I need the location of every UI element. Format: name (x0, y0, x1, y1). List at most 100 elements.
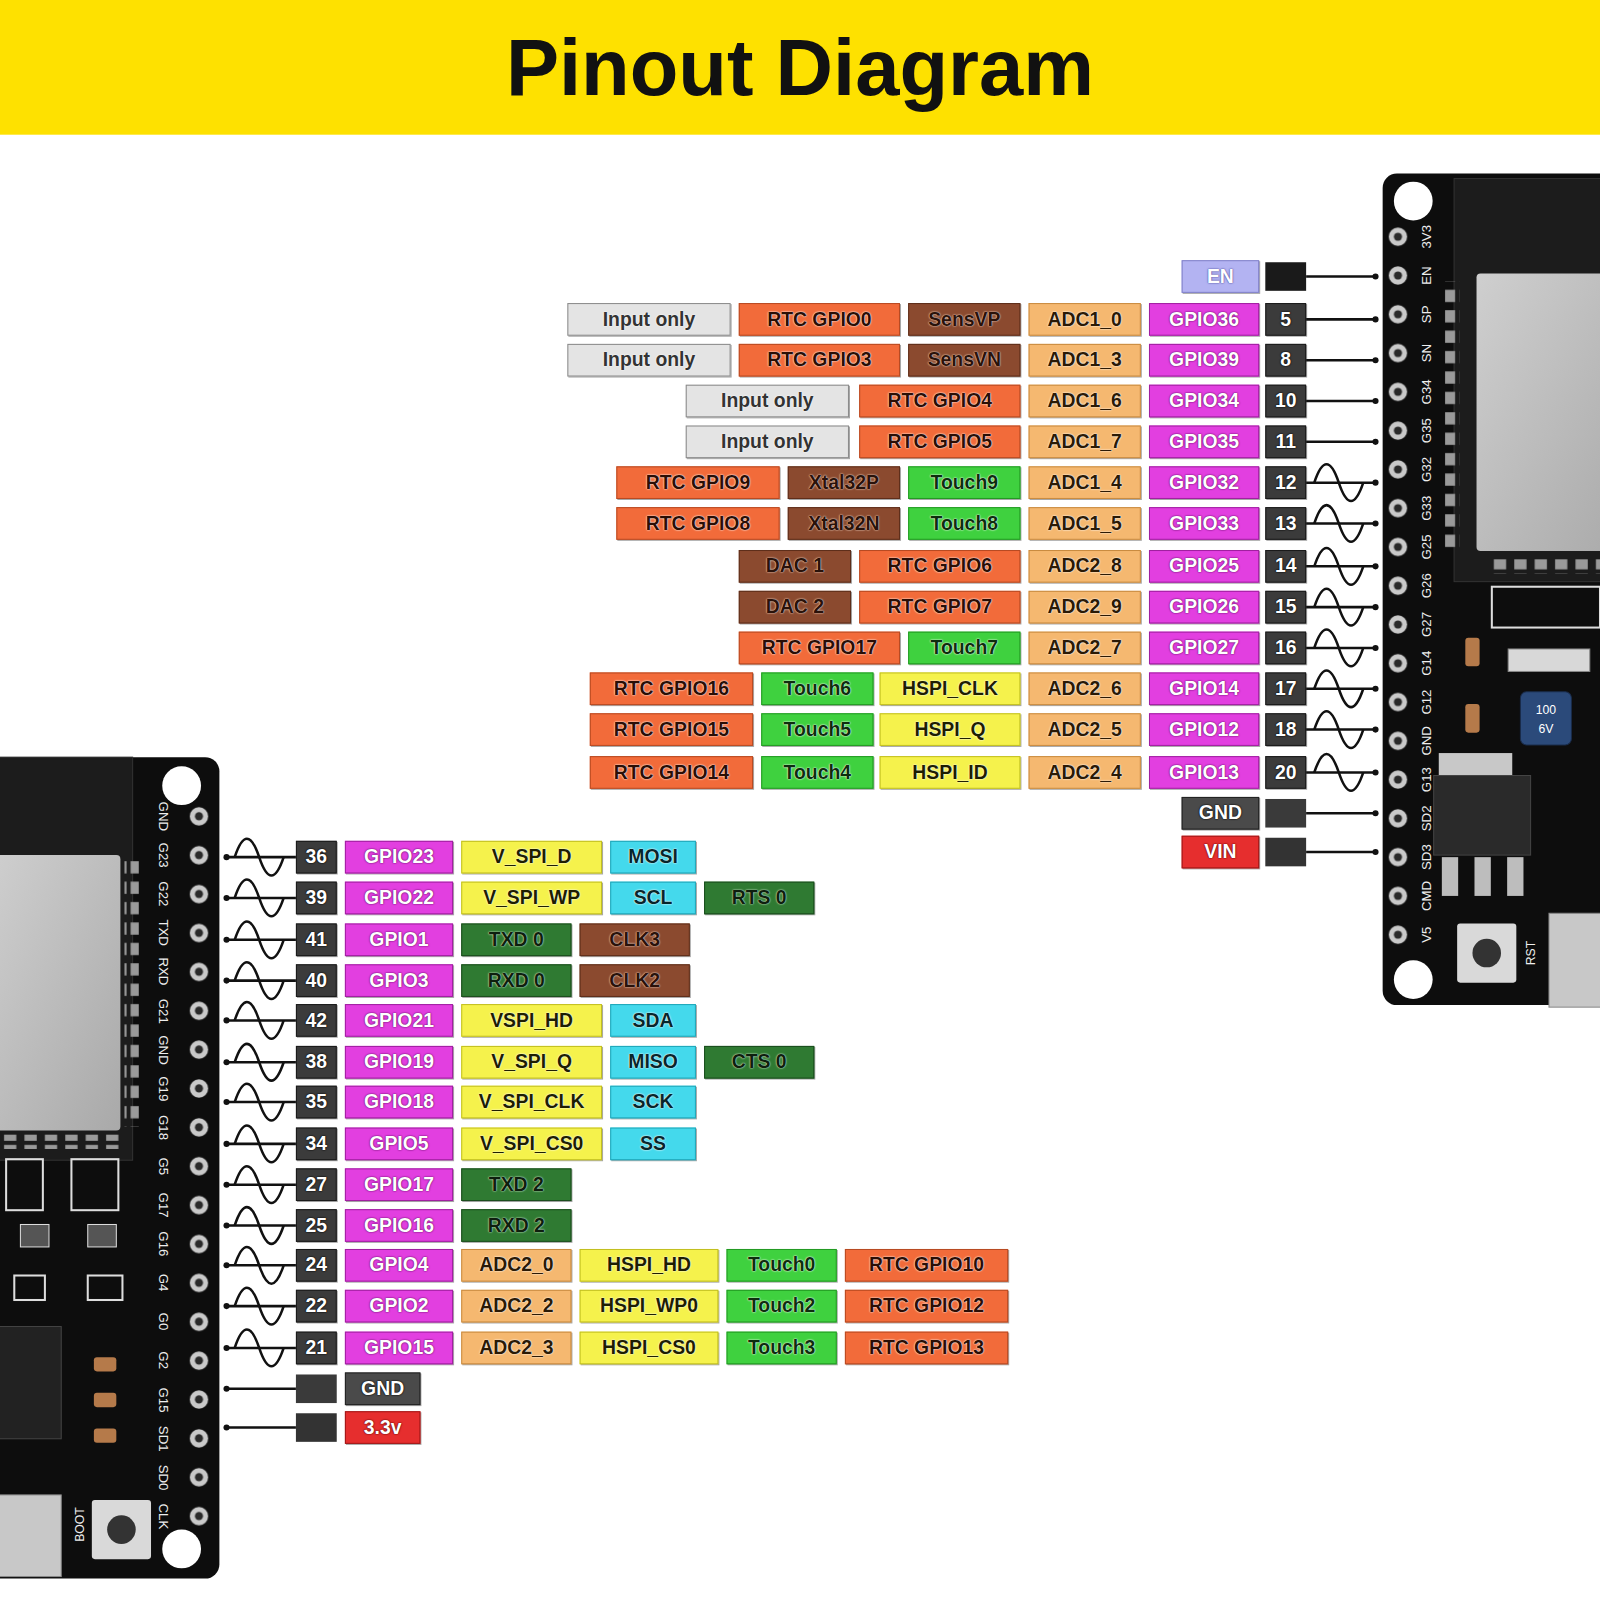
rtc-gpio-tag: RTC GPIO17 (739, 632, 900, 665)
adc-channel-tag: ADC1_7 (1029, 426, 1141, 459)
pin-number-tag: 13 (1265, 507, 1306, 540)
leader-line (1306, 439, 1378, 445)
pin-number-tag: 34 (296, 1128, 337, 1161)
uart-function-tag: RXD 0 (461, 964, 571, 997)
pwm-leader (1306, 589, 1378, 626)
pin-function-text: 3.3v (364, 1416, 402, 1438)
pin-function-text: RTC GPIO6 (888, 555, 992, 577)
silkscreen-pin-label: SP (1419, 305, 1434, 323)
pin-function-text: GPIO39 (1169, 349, 1239, 371)
rtc-gpio-tag: RTC GPIO14 (590, 756, 753, 789)
pin-function-text: GPIO2 (369, 1295, 428, 1317)
smd-capacitor (1465, 638, 1479, 667)
pin-function-text: GPIO1 (369, 929, 428, 951)
silkscreen-outline (71, 1159, 118, 1210)
uart-function-tag: RTS 0 (704, 882, 814, 915)
gpio-name-tag: GPIO12 (1149, 713, 1259, 746)
pin-function-text: 14 (1275, 555, 1297, 577)
pin-function-text: 15 (1275, 596, 1297, 618)
spi-function-tag: VSPI_HD (461, 1004, 602, 1037)
pin-function-text: GPIO16 (364, 1214, 434, 1236)
bus-signal-tag: SDA (610, 1004, 696, 1037)
pin-function-text: Touch8 (931, 512, 999, 534)
input-only-tag: Input only (686, 385, 849, 418)
gpio-name-tag: GPIO2 (345, 1290, 453, 1323)
pin-function-text: ADC1_7 (1048, 431, 1122, 453)
pin-function-text: VIN (1204, 841, 1236, 863)
silkscreen-outline (14, 1276, 45, 1300)
silkscreen-pin-label: G25 (1419, 534, 1434, 559)
adc-channel-tag: ADC2_3 (461, 1332, 571, 1365)
pin-function-text: MOSI (628, 846, 678, 868)
pwm-leader (223, 1288, 295, 1325)
wifi-module (1454, 179, 1600, 582)
pin-function-text: 8 (1280, 349, 1291, 371)
gpio-name-tag: GPIO17 (345, 1168, 453, 1201)
leader-line (1306, 316, 1378, 322)
pin-function-text: RTC GPIO12 (869, 1295, 984, 1317)
pin-function-text: SS (640, 1133, 666, 1155)
spi-function-tag: V_SPI_CLK (461, 1086, 602, 1119)
pin-function-text: 42 (306, 1009, 328, 1031)
pin-function-text: 39 (306, 887, 328, 909)
pin-function-text: 36 (306, 846, 328, 868)
leader-line (1306, 398, 1378, 404)
gpio-name-tag: GPIO4 (345, 1249, 453, 1282)
pwm-leader (223, 1126, 295, 1163)
module-shield (1477, 273, 1600, 551)
pin-function-text: Touch9 (931, 471, 999, 493)
leader-line (1306, 357, 1378, 363)
pin-function-text: RXD 2 (488, 1214, 545, 1236)
pin-function-text: RTC GPIO15 (614, 718, 729, 740)
pin-function-text: 16 (1275, 637, 1297, 659)
pin-square (296, 1374, 337, 1403)
button-label: BOOT (72, 1507, 86, 1542)
pwm-leader (1306, 754, 1378, 791)
pin-function-text: EN (1207, 265, 1234, 287)
pin-function-text: 41 (306, 929, 328, 951)
spi-function-tag: V_SPI_Q (461, 1046, 602, 1079)
pin-function-text: HSPI_CLK (902, 678, 998, 700)
spi-function-tag: V_SPI_WP (461, 882, 602, 915)
power-pin-tag: 3.3v (345, 1411, 421, 1444)
leader-line (223, 1386, 295, 1392)
header-pins (189, 797, 211, 1535)
pin-function-text: RTC GPIO5 (888, 431, 992, 453)
smd-part (20, 1224, 49, 1246)
spi-function-tag: HSPI_HD (580, 1249, 719, 1282)
rtc-gpio-tag: RTC GPIO6 (859, 550, 1020, 583)
uart-function-tag: TXD 2 (461, 1168, 571, 1201)
pin-function-text: 17 (1275, 678, 1297, 700)
special-function-tag: Xtal32N (788, 507, 900, 540)
pin-function-text: Touch4 (784, 761, 852, 783)
leader-line (223, 1424, 295, 1430)
pin-function-text: GPIO15 (364, 1337, 434, 1359)
capacitor-marking: 6V (1538, 721, 1553, 735)
pin-function-text: ADC1_3 (1048, 349, 1122, 371)
pin-function-text: HSPI_Q (914, 718, 985, 740)
silkscreen-pin-label: V5 (1419, 927, 1434, 943)
silkscreen-pin-label: CLK (156, 1503, 171, 1529)
silkscreen-pin-label: SN (1419, 344, 1434, 362)
pin-function-text: GPIO34 (1169, 390, 1239, 412)
pin-function-text: GPIO3 (369, 969, 428, 991)
pin-function-text: Touch2 (748, 1295, 816, 1317)
boot-button (92, 1500, 151, 1559)
silkscreen-pin-label: G16 (156, 1231, 171, 1256)
gpio-name-tag: GPIO5 (345, 1128, 453, 1161)
pin-function-text: GPIO27 (1169, 637, 1239, 659)
module-shield (0, 855, 120, 1131)
button-cap (107, 1515, 136, 1544)
adc-channel-tag: ADC2_9 (1029, 591, 1141, 624)
mounting-hole (162, 1530, 201, 1569)
adc-channel-tag: ADC2_7 (1029, 632, 1141, 665)
pin-function-text: GPIO19 (364, 1051, 434, 1073)
pin-function-text: ADC1_5 (1048, 512, 1122, 534)
pwm-leader (223, 1207, 295, 1244)
button-cap (1472, 939, 1501, 968)
adc-channel-tag: ADC2_0 (461, 1249, 571, 1282)
pin-function-text: GPIO12 (1169, 718, 1239, 740)
pin-function-text: RTC GPIO0 (767, 308, 871, 330)
silkscreen-pin-label: G22 (156, 882, 171, 907)
